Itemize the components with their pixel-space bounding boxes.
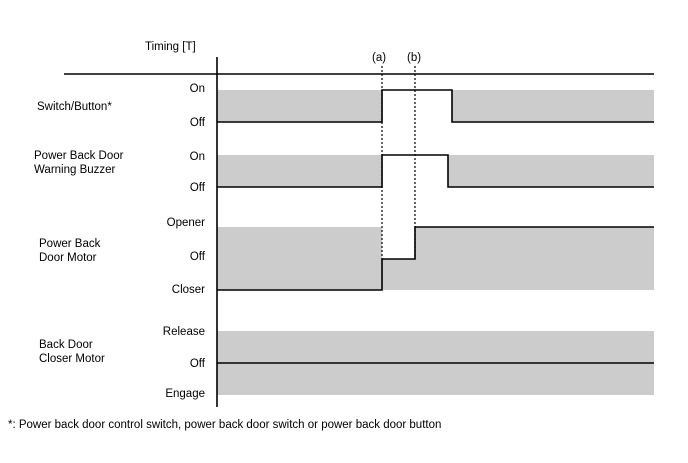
signal-name-buzzer-line1: Power Back Door (34, 150, 124, 162)
band-power-door-motor (217, 227, 654, 290)
level-switch-off: Off (190, 117, 206, 129)
level-motor-off: Off (190, 251, 206, 263)
window-motor-off (382, 227, 415, 259)
signal-name-buzzer-line2: Warning Buzzer (34, 164, 116, 176)
level-closer-engage: Engage (165, 388, 205, 400)
level-buzzer-on: On (190, 151, 205, 163)
marker-a-label: (a) (372, 52, 386, 64)
signal-name-closer-line2: Closer Motor (39, 353, 105, 365)
waveform-switch (217, 89, 654, 123)
level-buzzer-off: Off (190, 182, 206, 194)
window-switch (382, 90, 452, 122)
waveform-buzzer (217, 154, 654, 188)
marker-b-label: (b) (407, 52, 421, 64)
level-motor-closer: Closer (172, 284, 205, 296)
signal-name-closer-line1: Back Door (39, 339, 93, 351)
level-closer-off: Off (190, 358, 206, 370)
level-motor-opener: Opener (167, 217, 206, 229)
signal-name-motor-line1: Power Back (39, 238, 101, 250)
level-closer-release: Release (163, 326, 205, 338)
level-switch-on: On (190, 83, 205, 95)
waveform-power-door-motor (217, 226, 654, 291)
footnote: *: Power back door control switch, power… (8, 419, 442, 431)
signal-name-motor-line2: Door Motor (39, 252, 97, 264)
timing-label: Timing [T] (145, 41, 196, 53)
signal-name-switch: Switch/Button* (37, 101, 112, 113)
